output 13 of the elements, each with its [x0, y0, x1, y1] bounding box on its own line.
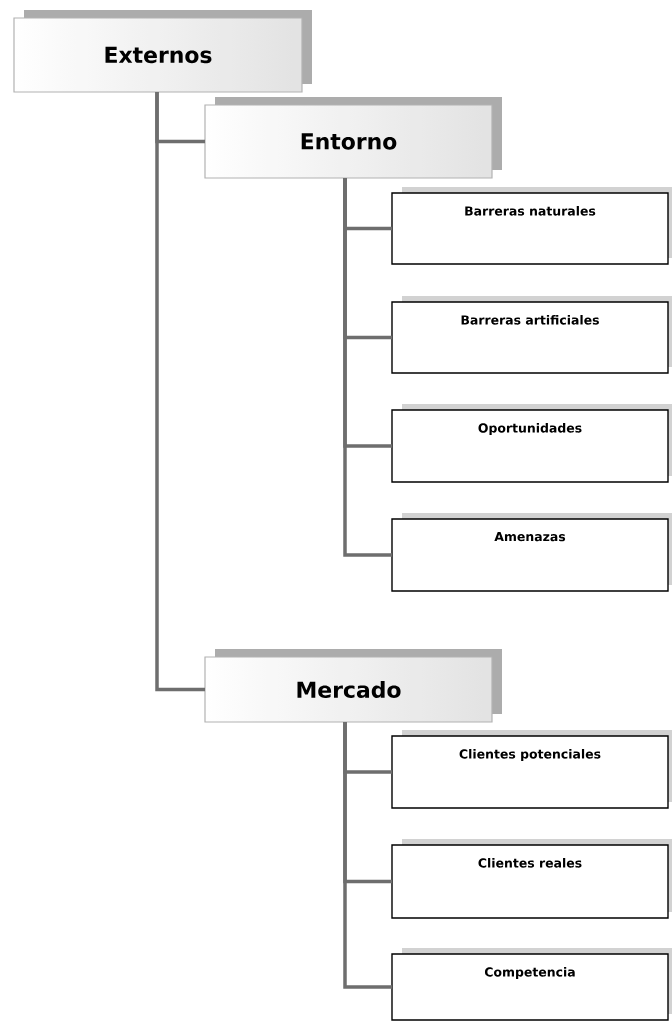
title-box: Mercado — [204, 656, 493, 723]
connector-line — [343, 722, 392, 989]
item-box: Barreras artificiales — [391, 301, 669, 374]
item-box: Barreras naturales — [391, 192, 669, 265]
item-box: Competencia — [391, 953, 669, 1021]
item-box: Clientes reales — [391, 844, 669, 919]
item-box: Amenazas — [391, 518, 669, 592]
title-box: Externos — [13, 17, 303, 93]
connector-line — [155, 92, 205, 692]
title-box: Entorno — [204, 104, 493, 179]
item-box: Oportunidades — [391, 409, 669, 483]
connector-line — [343, 178, 392, 557]
item-box: Clientes potenciales — [391, 735, 669, 809]
